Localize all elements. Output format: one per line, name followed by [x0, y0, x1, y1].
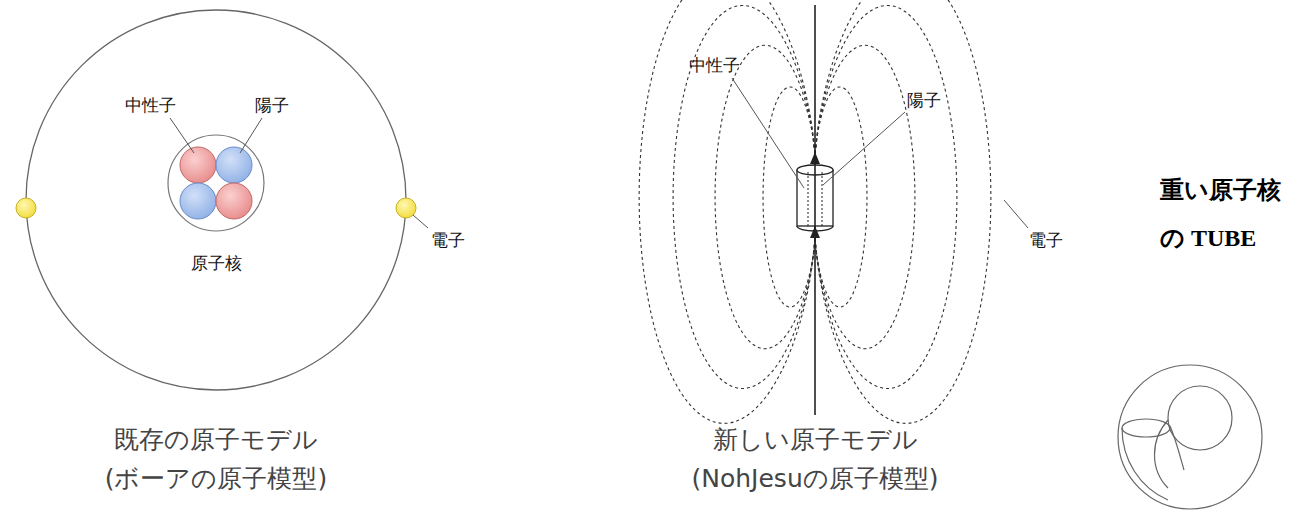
inner-line	[808, 172, 809, 228]
axis-line	[814, 5, 816, 415]
neutron-ball	[216, 183, 252, 219]
model-caption: (ボーアの原子模型)	[105, 464, 328, 494]
model-caption: (NohJesuの原子模型)	[692, 464, 939, 494]
model-caption: 新しい原子モデル	[713, 425, 918, 455]
model-caption: 既存の原子モデル	[114, 425, 318, 455]
leader-line	[170, 118, 194, 153]
field-line	[639, 0, 815, 423]
field-line	[673, 5, 815, 388]
field-line	[815, 0, 991, 423]
leader-line	[823, 112, 905, 185]
neutron-ball	[180, 147, 216, 183]
part-label: 中性子	[125, 95, 176, 115]
field-lines	[639, 0, 991, 423]
part-label: 中性子	[689, 55, 740, 75]
nucleus-circle	[168, 135, 264, 231]
proton-ball	[216, 147, 252, 183]
tube-torus	[1118, 365, 1262, 509]
part-label: 電子	[431, 230, 465, 250]
bohr-model	[16, 10, 428, 390]
leader-line	[732, 78, 804, 188]
inner-line	[822, 172, 823, 228]
leader-line	[1004, 200, 1028, 228]
electron-orbit	[26, 10, 406, 390]
part-label: 陽子	[255, 95, 289, 115]
pole-arrow	[810, 226, 820, 238]
field-line	[815, 5, 957, 388]
part-label: 陽子	[907, 90, 941, 110]
part-label: 電子	[1029, 230, 1063, 250]
proton-ball	[180, 183, 216, 219]
part-label: 原子核	[191, 253, 242, 273]
leader-line	[413, 215, 428, 228]
leader-line	[240, 118, 262, 153]
figure-label: 重い原子核 の TUBE	[1160, 166, 1288, 262]
pole-arrow	[810, 152, 820, 164]
electron-dot	[16, 198, 36, 218]
nohjesu-model	[732, 5, 1028, 415]
